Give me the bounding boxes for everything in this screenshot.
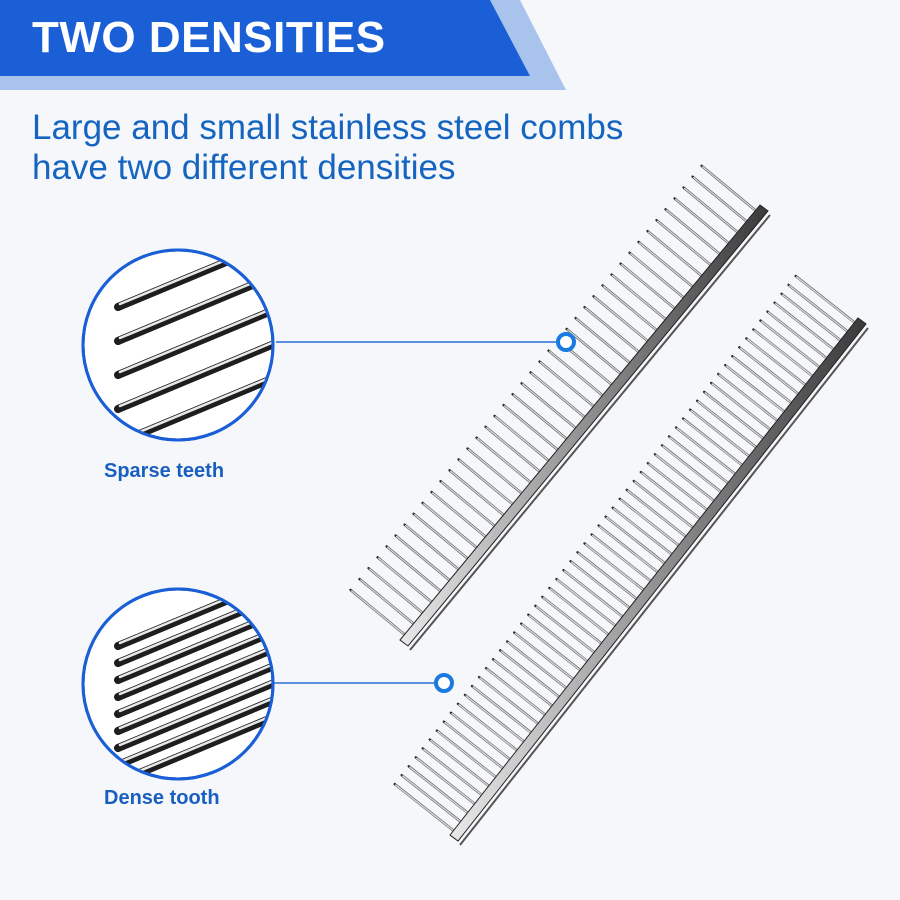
page-subtitle: Large and small stainless steel combs ha… xyxy=(32,108,752,188)
title-banner: TWO DENSITIES xyxy=(0,0,900,90)
banner-shape xyxy=(0,0,566,90)
ring-dot-icon xyxy=(556,332,576,352)
sparse-teeth-magnifier xyxy=(81,248,275,442)
comb-small xyxy=(393,274,869,846)
subtitle-line-1: Large and small stainless steel combs xyxy=(32,108,624,147)
comb-large xyxy=(349,164,771,651)
dense-tooth-label: Dense tooth xyxy=(104,787,220,809)
subtitle-line-2: have two different densities xyxy=(32,148,456,187)
dense-tooth-magnifier xyxy=(81,587,275,781)
page-title: TWO DENSITIES xyxy=(32,13,386,62)
ring-dot-icon xyxy=(434,673,454,693)
sparse-teeth-label: Sparse teeth xyxy=(104,460,225,482)
